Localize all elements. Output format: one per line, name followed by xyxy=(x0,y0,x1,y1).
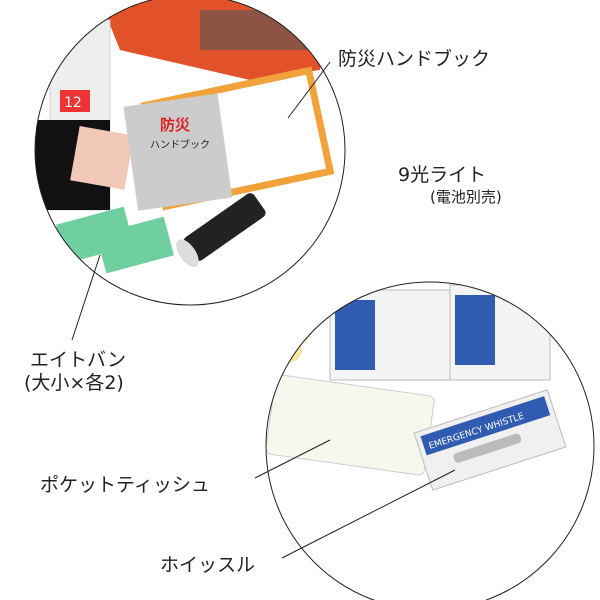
svg-text:ハンドブック: ハンドブック xyxy=(150,138,210,151)
kit-contents-top: 12 防災 ハンドブック xyxy=(35,0,335,274)
badge xyxy=(60,90,90,112)
label-light: 9光ライト xyxy=(398,164,487,186)
tissue-image xyxy=(266,374,435,476)
label-bandage: エイトバン xyxy=(30,349,126,371)
flashlight-image xyxy=(176,193,266,267)
label-bandage-note: (大小×各2) xyxy=(24,372,124,394)
bandage-pad xyxy=(70,126,134,190)
svg-text:12: 12 xyxy=(64,95,82,111)
whistle-image: EMERGENCY WHISTLE xyxy=(413,389,567,491)
label-handbook: 防災ハンドブック xyxy=(338,48,491,70)
label-light-note: (電池別売) xyxy=(430,188,502,206)
leader-lines xyxy=(71,61,456,559)
svg-text:防災: 防災 xyxy=(160,116,191,134)
label-whistle: ホイッスル xyxy=(160,554,256,576)
kit-contents-bottom: EMERGENCY WHISTLE xyxy=(266,284,567,491)
bandage-image xyxy=(56,206,174,274)
label-tissue: ポケットティッシュ xyxy=(40,474,210,496)
